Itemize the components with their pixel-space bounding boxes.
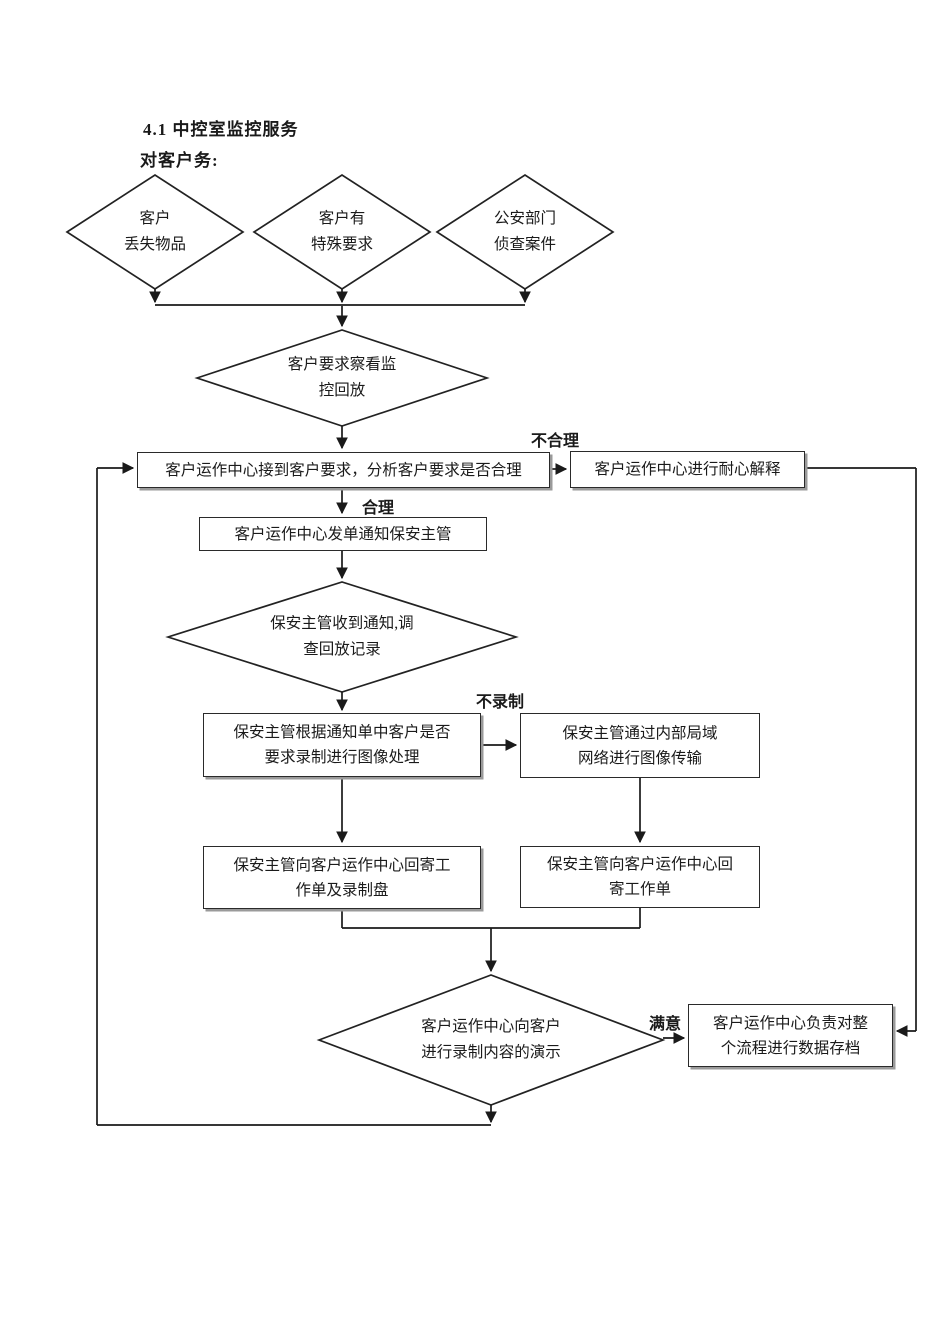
decision-diamond-supervisor-check [165, 581, 519, 693]
section-title: 4.1 中控室监控服务 [143, 120, 299, 139]
edge-label-reasonable: 合理 [362, 500, 395, 517]
edge-label-no-record: 不录制 [476, 694, 525, 711]
process-mail-worksheet: 保安主管向客户运作中心回 寄工作单 [520, 846, 760, 908]
section-subtitle: 对客户务: [140, 151, 219, 170]
process-lan-transfer: 保安主管通过内部局域 网络进行图像传输 [520, 713, 760, 778]
process-data-archive: 客户运作中心负责对整 个流程进行数据存档 [688, 1004, 893, 1067]
decision-diamond-special-request [252, 173, 432, 291]
process-dispatch-notice: 客户运作中心发单通知保安主管 [199, 517, 487, 551]
process-patient-explain: 客户运作中心进行耐心解释 [570, 451, 805, 488]
decision-diamond-police-investigation [435, 173, 615, 291]
decision-diamond-demo-playback [316, 974, 666, 1106]
process-analyze-request: 客户运作中心接到客户要求，分析客户要求是否合理 [137, 452, 550, 488]
edge-label-unreasonable: 不合理 [531, 433, 580, 450]
decision-diamond-customer-lost-items [65, 173, 245, 291]
process-mail-worksheet-and-disc: 保安主管向客户运作中心回寄工 作单及录制盘 [203, 846, 481, 909]
decision-diamond-review-request [194, 329, 490, 427]
process-image-processing: 保安主管根据通知单中客户是否 要求录制进行图像处理 [203, 713, 481, 777]
edge-label-satisfied: 满意 [649, 1016, 682, 1033]
